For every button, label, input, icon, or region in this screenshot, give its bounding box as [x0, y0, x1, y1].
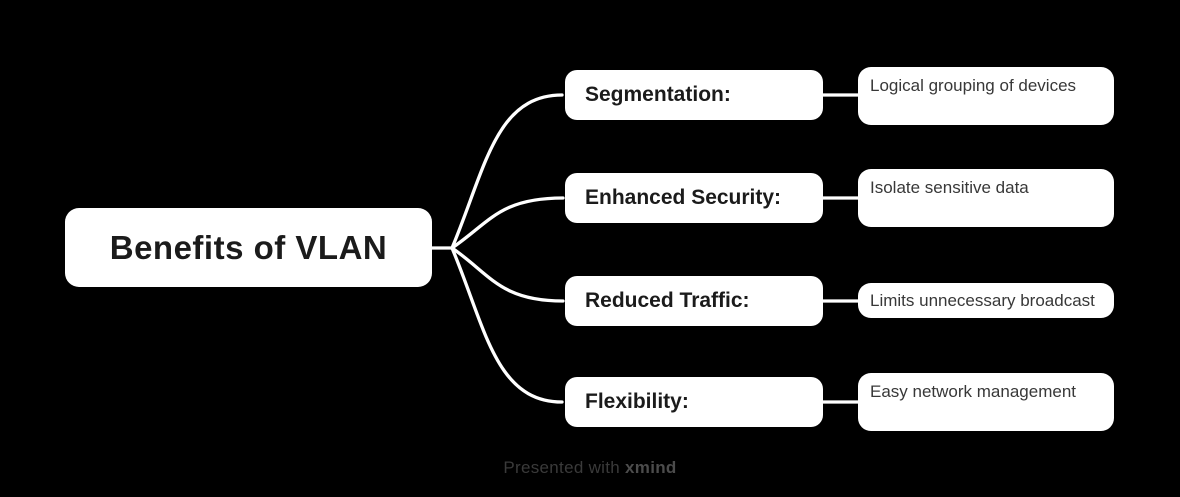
topic-reduced-traffic[interactable]: Reduced Traffic: — [565, 276, 823, 326]
topic-label: Flexibility: — [585, 390, 689, 413]
topic-label: Reduced Traffic: — [585, 289, 750, 312]
branch-curve-segmentation — [450, 93, 564, 250]
topic-label: Enhanced Security: — [585, 186, 782, 209]
watermark-brand: xmind — [625, 458, 677, 477]
branch-curve-flexibility — [450, 246, 564, 404]
subtopic-label: Easy network management — [870, 382, 1076, 401]
subtopic-label: Limits unnecessary broadcast — [870, 290, 1095, 310]
root-topic-label: Benefits of VLAN — [109, 228, 388, 266]
topic-segmentation[interactable]: Segmentation: — [565, 70, 823, 120]
subtopic-limits-broadcast[interactable]: Limits unnecessary broadcast — [858, 283, 1114, 318]
watermark-prefix: Presented with — [503, 458, 621, 477]
root-topic[interactable]: Benefits of VLAN — [65, 208, 432, 287]
subtopic-label: Isolate sensitive data — [870, 178, 1029, 197]
branch-curve-enhanced-security — [450, 196, 565, 250]
topic-enhanced-security[interactable]: Enhanced Security: — [565, 173, 823, 223]
topic-label: Segmentation: — [585, 83, 731, 106]
subtopic-label: Logical grouping of devices — [870, 76, 1077, 95]
topic-flexibility[interactable]: Flexibility: — [565, 377, 823, 427]
branch-curve-reduced-traffic — [450, 246, 565, 303]
subtopic-easy-management[interactable]: Easy network management — [858, 373, 1114, 431]
subtopic-logical-grouping[interactable]: Logical grouping of devices — [858, 67, 1114, 125]
subtopic-isolate-sensitive-data[interactable]: Isolate sensitive data — [858, 169, 1114, 227]
